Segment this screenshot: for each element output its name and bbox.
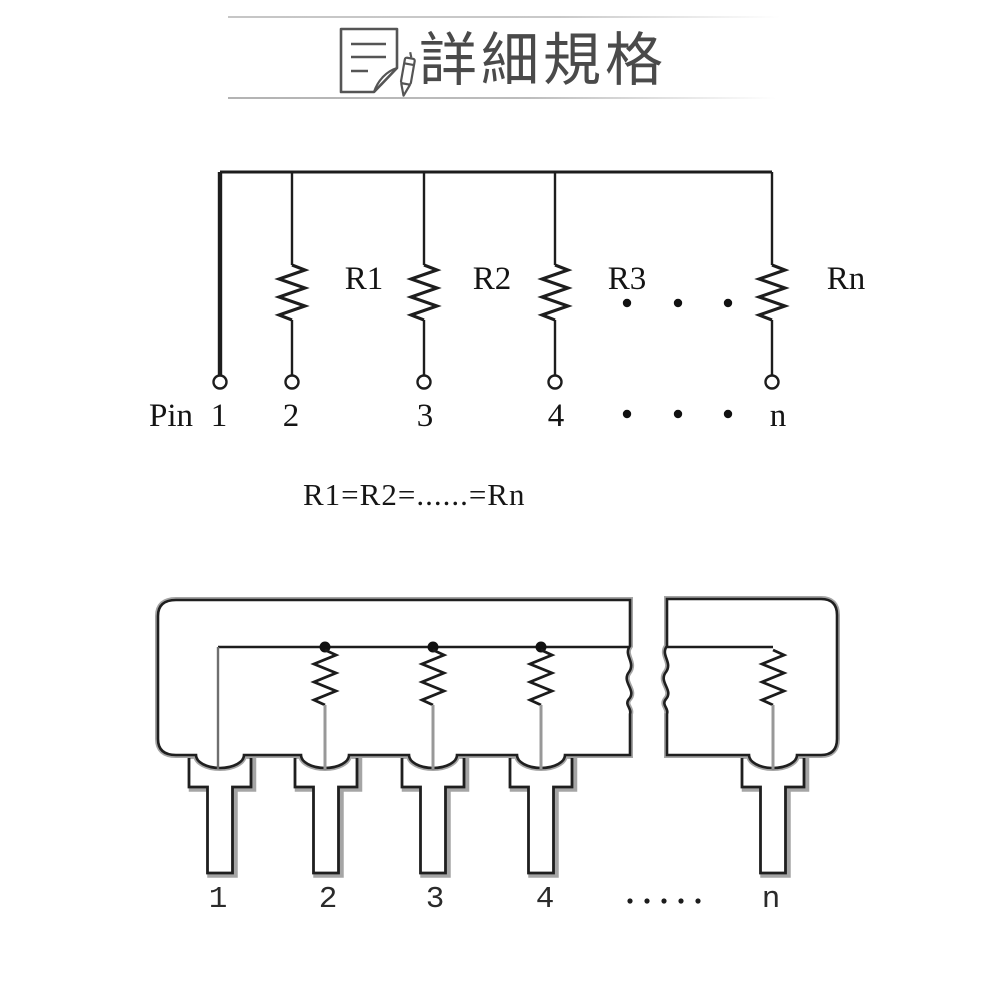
branch-pin2 — [274, 172, 310, 375]
package-pins — [187, 755, 806, 875]
resistor-label-r3: R3 — [607, 261, 647, 297]
package-pin-number-2: 2 — [318, 882, 338, 917]
terminal-circle — [212, 374, 228, 390]
resistor-symbol — [526, 648, 556, 707]
package-pin-3 — [400, 755, 466, 875]
pin-number-1: 1 — [210, 398, 228, 434]
page-title: 詳細規格 — [419, 28, 668, 93]
terminal-circle — [284, 374, 300, 390]
ellipsis-dots-resistor-row — [622, 298, 733, 308]
resistor-symbol — [758, 648, 788, 707]
package-pin-n — [740, 755, 806, 875]
package-ellipsis-dots — [627, 898, 701, 904]
package-pin-number-1: 1 — [208, 882, 228, 917]
resistor-symbol — [418, 648, 448, 707]
resistor-label-rn: Rn — [826, 261, 866, 297]
terminal-circle — [764, 374, 780, 390]
package-pin-number-4: 4 — [535, 882, 555, 917]
equal-resistance-formula: R1=R2=......=Rn — [303, 477, 526, 512]
header-divider-top — [228, 16, 780, 18]
resistor-symbol — [310, 648, 340, 707]
pin-terminals — [212, 374, 780, 390]
resistor-symbol — [754, 263, 790, 322]
pin-number-3: 3 — [416, 398, 434, 434]
pin-row-label: Pin — [148, 398, 194, 434]
terminal-circle — [416, 374, 432, 390]
schematic-circuit — [212, 170, 790, 419]
terminal-circle — [547, 374, 563, 390]
resistor-label-r2: R2 — [472, 261, 512, 297]
pin-number-4: 4 — [547, 398, 565, 434]
package-drawing — [155, 596, 840, 904]
package-pin-1 — [187, 755, 253, 875]
package-body-left — [156, 598, 633, 770]
resistor-symbol — [537, 263, 573, 322]
lead-wires — [323, 705, 775, 769]
internal-resistors — [310, 648, 788, 707]
package-pin-number-n: n — [761, 882, 781, 917]
branch-pin-n — [754, 172, 790, 375]
resistor-label-r1: R1 — [344, 261, 384, 297]
pin-number-2: 2 — [282, 398, 300, 434]
resistor-symbol — [406, 263, 442, 322]
package-body-right — [662, 597, 839, 770]
package-pin-number-3: 3 — [425, 882, 445, 917]
ellipsis-dots-pin-row — [622, 409, 733, 419]
document-icon — [339, 27, 399, 94]
branch-pin4 — [537, 172, 573, 375]
pen-icon — [399, 51, 416, 97]
package-pin-2 — [293, 755, 359, 875]
pin-shadows — [188, 756, 810, 878]
package-pin-4 — [508, 755, 574, 875]
header-divider-bottom — [228, 97, 776, 99]
package-internal-circuit — [216, 641, 788, 769]
resistor-symbol — [274, 263, 310, 322]
pin-number-n: n — [769, 398, 787, 434]
branch-pin3 — [406, 172, 442, 375]
